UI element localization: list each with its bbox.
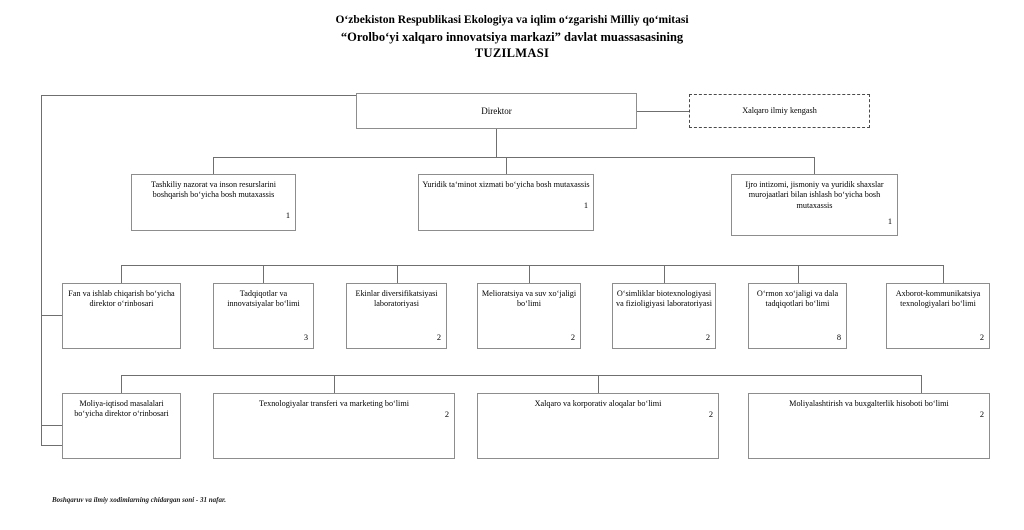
- node-director-label: Direktor: [481, 105, 512, 116]
- node-row3-6-label: O‘rmon xo‘jaligi va dala tadqiqotlari bo…: [756, 289, 839, 309]
- node-row3-6-count: 8: [836, 333, 841, 342]
- node-row4-4-count: 2: [979, 410, 984, 419]
- connector-row3-drop-5: [664, 265, 665, 283]
- connector-row4-drop-4: [921, 375, 922, 393]
- node-row3-6[interactable]: O‘rmon xo‘jaligi va dala tadqiqotlari bo…: [748, 283, 847, 349]
- connector-row2-bus: [213, 157, 814, 158]
- connector-row3-drop-1: [121, 265, 122, 283]
- node-row2-2[interactable]: Yuridik ta‘minot xizmati bo‘yicha bosh m…: [418, 174, 594, 231]
- connector-trunk-to-row3-deputy: [41, 315, 64, 316]
- node-row3-1[interactable]: Fan va ishlab chiqarish bo‘yicha direkto…: [62, 283, 181, 349]
- node-row3-1-label: Fan va ishlab chiqarish bo‘yicha direkto…: [68, 289, 175, 309]
- connector-row4-drop-1: [121, 375, 122, 393]
- node-row2-1-label: Tashkiliy nazorat va inson resurslarini …: [151, 180, 276, 200]
- node-row4-1[interactable]: Moliya-iqtisod masalalari bo‘yicha direk…: [62, 393, 181, 459]
- node-row2-3-label: Ijro intizomi, jismoniy va yuridik shaxs…: [745, 180, 884, 210]
- connector-row4-drop-2: [334, 375, 335, 393]
- node-row3-3-count: 2: [436, 333, 441, 342]
- node-row4-3-label: Xalqaro va korporativ aloqalar bo‘limi: [534, 399, 662, 408]
- node-row3-2-label: Tadqiqotlar va innovatsiyalar bo‘limi: [227, 289, 300, 309]
- node-row2-3-count: 1: [887, 217, 892, 226]
- node-advisory-council-label: Xalqaro ilmiy kengash: [742, 105, 817, 115]
- node-row4-4[interactable]: Moliyalashtirish va buxgalterlik hisobot…: [748, 393, 990, 459]
- node-row3-7-label: Axborot-kommunikatsiya texnologiyalari b…: [895, 289, 981, 309]
- node-row4-2-label: Texnologiyalar transferi va marketing bo…: [259, 399, 409, 408]
- node-advisory-council[interactable]: Xalqaro ilmiy kengash: [689, 94, 870, 128]
- connector-row3-drop-4: [529, 265, 530, 283]
- node-row3-5[interactable]: O‘simliklar biotexnologiyasi va fiziolig…: [612, 283, 716, 349]
- node-row2-1[interactable]: Tashkiliy nazorat va inson resurslarini …: [131, 174, 296, 231]
- node-row3-3[interactable]: Ekinlar diversifikatsiyasi laboratoriyas…: [346, 283, 447, 349]
- connector-row3-drop-2: [263, 265, 264, 283]
- node-row2-2-label: Yuridik ta‘minot xizmati bo‘yicha bosh m…: [422, 180, 590, 189]
- node-row2-2-count: 1: [583, 201, 588, 210]
- node-row4-1-label: Moliya-iqtisod masalalari bo‘yicha direk…: [74, 399, 169, 419]
- connector-row4-drop-3: [598, 375, 599, 393]
- connector-row2-drop-2: [506, 157, 507, 174]
- title-line-2: “Orolbo‘yi xalqaro innovatsiya markazi” …: [340, 29, 684, 44]
- title-line-3: TUZILMASI: [474, 46, 550, 60]
- connector-left-trunk: [41, 95, 42, 445]
- node-row3-7-count: 2: [979, 333, 984, 342]
- connector-trunk-to-row4-deputy: [41, 425, 64, 426]
- node-row4-2-count: 2: [444, 410, 449, 419]
- node-row3-4-count: 2: [570, 333, 575, 342]
- node-row3-4[interactable]: Melioratsiya va suv xo‘jaligi bo‘limi 2: [477, 283, 581, 349]
- node-row3-2-count: 3: [303, 333, 308, 342]
- node-row3-2[interactable]: Tadqiqotlar va innovatsiyalar bo‘limi 3: [213, 283, 314, 349]
- connector-root-to-advisory: [637, 111, 689, 112]
- page-title: O‘zbekiston Respublikasi Ekologiya va iq…: [0, 12, 1024, 62]
- node-row2-1-count: 1: [285, 211, 290, 220]
- node-director[interactable]: Direktor: [356, 93, 637, 129]
- connector-row3-bus: [121, 265, 943, 266]
- connector-root-drop: [496, 128, 497, 157]
- connector-row2-drop-1: [213, 157, 214, 174]
- connector-row3-drop-7: [943, 265, 944, 283]
- connector-row2-drop-3: [814, 157, 815, 174]
- connector-row3-drop-6: [798, 265, 799, 283]
- node-row3-5-label: O‘simliklar biotexnologiyasi va fiziolig…: [616, 289, 712, 309]
- node-row3-7[interactable]: Axborot-kommunikatsiya texnologiyalari b…: [886, 283, 990, 349]
- connector-row3-drop-3: [397, 265, 398, 283]
- node-row2-3[interactable]: Ijro intizomi, jismoniy va yuridik shaxs…: [731, 174, 898, 236]
- node-row4-3-count: 2: [708, 410, 713, 419]
- node-row3-3-label: Ekinlar diversifikatsiyasi laboratoriyas…: [355, 289, 438, 309]
- node-row4-3[interactable]: Xalqaro va korporativ aloqalar bo‘limi 2: [477, 393, 719, 459]
- node-row3-5-count: 2: [705, 333, 710, 342]
- footnote-staff-total: Boshqaruv va ilmiy xodimlarning chidarga…: [52, 496, 227, 504]
- connector-row4-bus: [121, 375, 921, 376]
- node-row4-4-label: Moliyalashtirish va buxgalterlik hisobot…: [789, 399, 949, 408]
- title-line-1: O‘zbekiston Respublikasi Ekologiya va iq…: [335, 14, 689, 26]
- node-row4-2[interactable]: Texnologiyalar transferi va marketing bo…: [213, 393, 455, 459]
- node-row3-4-label: Melioratsiya va suv xo‘jaligi bo‘limi: [481, 289, 577, 309]
- connector-root-left-stub: [41, 95, 356, 96]
